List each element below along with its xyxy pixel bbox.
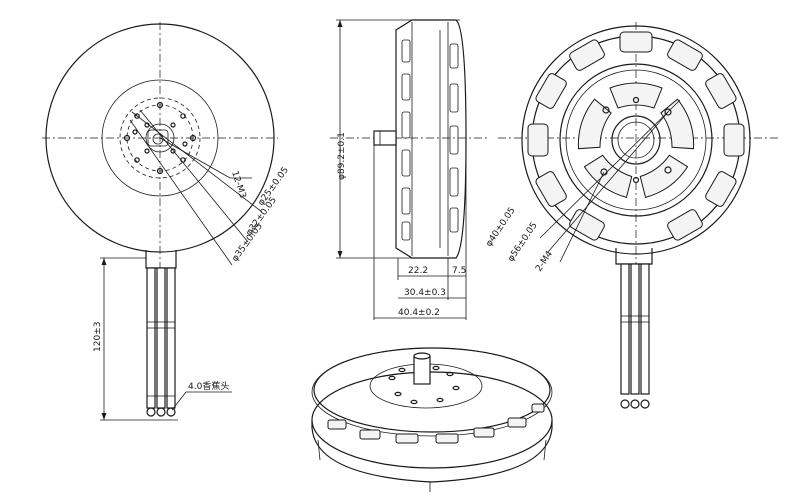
right-lead-wires [620, 263, 650, 409]
top-view: 12-M3 φ25±0.05 φ32±0.05 φ35±0.05 120±3 4… [42, 22, 291, 421]
outer-rim-circle-bottom [521, 25, 751, 255]
side-view: φ89.2±0.1 22.2 7.5 30.4±0.3 40.4±0.2 [330, 19, 490, 320]
dim-30-4-label: 30.4±0.3 [404, 288, 446, 298]
outer-rim-circle [45, 23, 275, 253]
pcd40-label: φ40±0.05 [484, 206, 517, 249]
bottom-view: φ40±0.05 φ56±0.05 2-M4 [484, 22, 778, 409]
pcd56-label: φ56±0.05 [506, 221, 539, 264]
dim-40-4-label: 40.4±0.2 [398, 308, 440, 318]
isometric-view [311, 347, 553, 492]
dim-22-2-label: 22.2 [408, 266, 428, 276]
diameter-label: φ89.2±0.1 [337, 132, 347, 180]
thread-label: 12-M3 [229, 170, 247, 200]
left-lead-wires [146, 267, 178, 421]
connector-label: 4.0香蕉头 [188, 380, 229, 392]
rim-cooling-slots [527, 31, 745, 241]
spoke-windows [577, 82, 695, 198]
m4-label: 2-M4 [534, 249, 555, 273]
isometric-side-slots [327, 403, 545, 444]
mounting-holes [123, 101, 197, 175]
shaft [373, 130, 397, 146]
lead-length-label: 120±3 [93, 322, 103, 352]
mount-face-circle [101, 79, 219, 197]
isometric-holes [388, 365, 460, 405]
side-fins [401, 39, 459, 241]
dim-7-5-label: 7.5 [452, 266, 466, 276]
